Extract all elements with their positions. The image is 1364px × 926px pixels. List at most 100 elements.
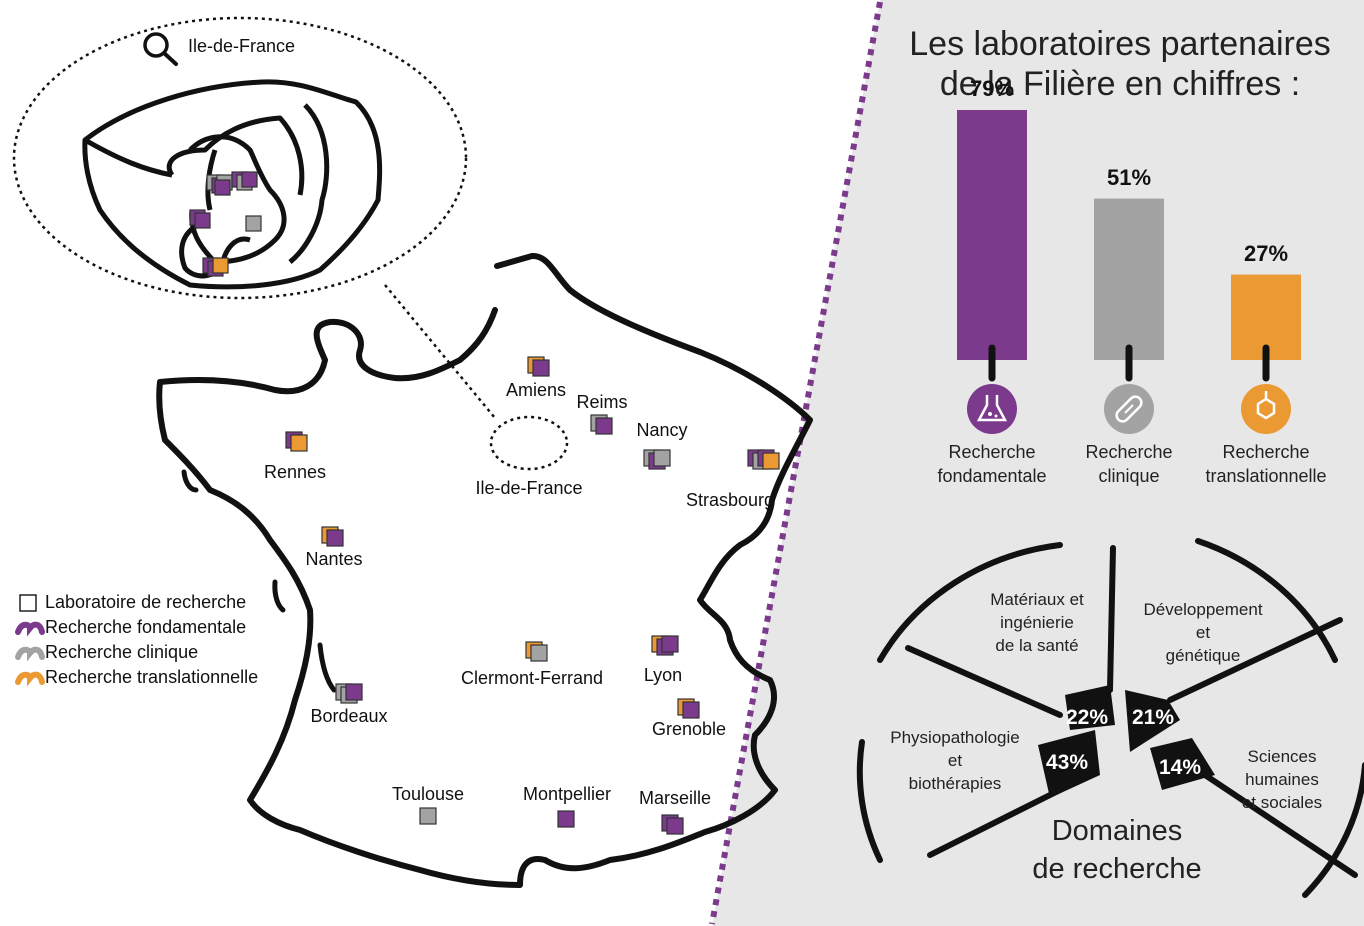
flask-icon <box>967 384 1017 434</box>
domain-value-label: 43% <box>1045 751 1089 774</box>
legend-swatch <box>15 646 45 662</box>
lab-square <box>212 257 229 274</box>
domain-label: Sciences humaines et sociales <box>1242 745 1322 814</box>
legend-item: Recherche fondamentale <box>45 617 247 637</box>
lab-marker <box>202 257 229 277</box>
lab-square <box>214 179 231 196</box>
lab-marker <box>321 526 344 547</box>
panel-divider <box>709 1 883 925</box>
lab-square <box>326 529 344 547</box>
lab-square <box>194 212 211 229</box>
france-outline-details <box>181 469 337 693</box>
bar-category-line: Recherche <box>948 442 1036 462</box>
lab-square <box>419 807 437 825</box>
stats-panel-background <box>712 0 1364 926</box>
domain-label-line: Matériaux et <box>990 590 1084 609</box>
domain-label-line: Développement <box>1143 600 1263 619</box>
city-label: Rennes <box>263 462 327 482</box>
domain-chart-center <box>1038 685 1215 798</box>
domain-title-line: de recherche <box>1032 853 1202 885</box>
lab-square <box>290 434 308 452</box>
lab-marker <box>677 698 700 719</box>
lab-marker <box>643 449 671 470</box>
bar <box>957 110 1027 360</box>
lab-square <box>682 701 700 719</box>
lab-square <box>345 683 363 701</box>
molecule-icon <box>1241 384 1291 434</box>
city-label: Nancy <box>636 420 688 440</box>
lab-marker <box>557 810 575 828</box>
search-icon <box>143 32 178 66</box>
legend-swatch <box>15 621 45 637</box>
domain-label-line: génétique <box>1165 646 1241 665</box>
legend-item: Recherche clinique <box>45 642 199 662</box>
ile-de-france-marker <box>489 415 569 471</box>
city-label: Nantes <box>305 549 363 569</box>
inset-title: Ile-de-France <box>188 36 296 56</box>
pill-icon <box>1104 384 1154 434</box>
city-label: Ile-de-France <box>475 478 583 498</box>
map-lab-markers <box>285 356 780 835</box>
lab-marker <box>661 814 684 835</box>
lab-square <box>653 449 671 467</box>
inset-map-outline <box>82 79 383 290</box>
domain-value-label: 14% <box>1158 756 1202 779</box>
lab-marker <box>527 356 550 377</box>
domain-label-line: et sociales <box>1241 793 1323 812</box>
bar <box>1094 198 1164 360</box>
lab-square <box>532 359 550 377</box>
bar-category-line: clinique <box>1098 466 1160 486</box>
domain-chart <box>856 538 1364 898</box>
bar-category-line: translationnelle <box>1205 466 1327 486</box>
domain-label-line: ingénierie <box>1000 613 1074 632</box>
legend-swatches <box>15 594 45 687</box>
lab-square <box>595 417 613 435</box>
stats-title-line: de la Filière en chiffres : <box>939 65 1301 103</box>
domain-label-line: de la santé <box>995 636 1079 655</box>
domain-label-line: humaines <box>1245 770 1319 789</box>
lab-marker <box>285 431 308 452</box>
city-label: Reims <box>576 392 628 412</box>
city-label: Bordeaux <box>310 706 388 726</box>
domain-chart-title: Domaines de recherche <box>1032 812 1201 888</box>
lab-marker <box>419 807 437 825</box>
domain-label-line: Physiopathologie <box>890 728 1020 747</box>
bar-chart <box>957 110 1301 434</box>
city-label: Lyon <box>643 665 683 685</box>
lab-marker <box>651 635 679 656</box>
legend-swatch <box>15 671 45 687</box>
city-label: Grenoble <box>651 719 727 739</box>
lab-marker <box>525 641 548 662</box>
city-label: Marseille <box>638 788 712 808</box>
bar-category-label: Recherche clinique <box>1085 440 1172 488</box>
bar-category-line: fondamentale <box>937 466 1047 486</box>
lab-square <box>762 452 780 470</box>
stats-title: Les laboratoires partenaires de la Filiè… <box>890 24 1350 104</box>
lab-square <box>241 171 258 188</box>
lab-marker <box>245 215 262 232</box>
inset-lab-markers <box>189 171 262 277</box>
domain-label-line: Sciences <box>1247 747 1317 766</box>
legend-swatch <box>19 594 37 612</box>
lab-square <box>530 644 548 662</box>
domain-title-line: Domaines <box>1051 815 1183 847</box>
lab-square <box>666 817 684 835</box>
domain-label-line: et <box>1195 623 1211 642</box>
bar-category-label: Recherche translationnelle <box>1205 440 1326 488</box>
city-label: Toulouse <box>391 784 465 804</box>
lab-marker <box>214 179 231 196</box>
legend-item: Laboratoire de recherche <box>45 592 247 612</box>
inset-ellipse <box>12 16 468 300</box>
lab-marker <box>231 171 258 191</box>
legend-item: Recherche translationnelle <box>45 667 259 687</box>
bar-category-line: Recherche <box>1085 442 1173 462</box>
domain-label: Développement et génétique <box>1143 598 1262 667</box>
domain-chart-arcs <box>856 538 1364 898</box>
domain-value-label: 22% <box>1065 706 1109 729</box>
france-outline <box>156 253 813 888</box>
bar-value-label: 51% <box>1106 164 1152 190</box>
bar-category-line: Recherche <box>1222 442 1310 462</box>
